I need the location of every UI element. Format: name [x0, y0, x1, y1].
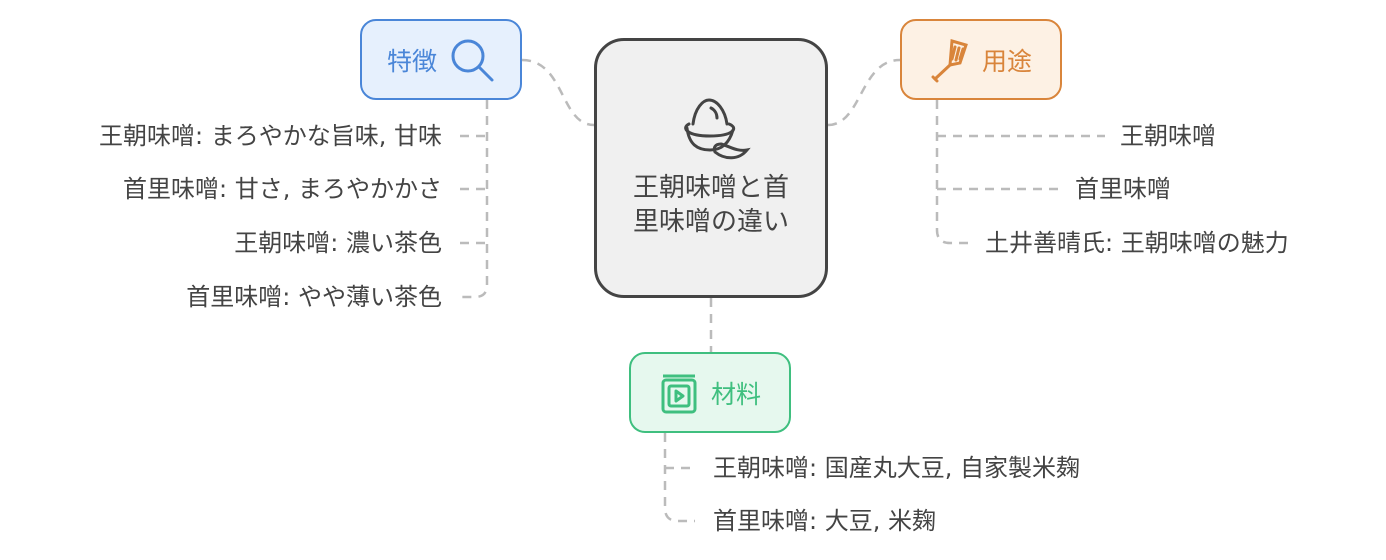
- features-item: 王朝味噌: 濃い茶色: [234, 229, 442, 257]
- materials-item: 首里味噌: 大豆, 米麹: [713, 507, 936, 535]
- central-topic-title: 王朝味噌と首里味噌の違い: [632, 173, 789, 237]
- spatula-icon: [931, 38, 968, 82]
- central-topic-node[interactable]: 王朝味噌と首里味噌の違い: [594, 38, 828, 298]
- materials-label: 材料: [710, 379, 761, 409]
- features-label: 特徴: [386, 46, 437, 76]
- uses-item: 土井善晴氏: 王朝味噌の魅力: [985, 229, 1289, 257]
- features-item: 首里味噌: やや薄い茶色: [186, 283, 442, 311]
- features-item: 王朝味噌: まろやかな旨味, 甘味: [99, 122, 442, 150]
- book-play-icon: [661, 374, 697, 413]
- uses-label: 用途: [981, 46, 1032, 76]
- features-node[interactable]: 特徴: [360, 19, 522, 100]
- search-icon: [451, 39, 494, 81]
- uses-item: 王朝味噌: [1120, 122, 1216, 150]
- features-item: 首里味噌: 甘さ, まろやかかさ: [123, 175, 442, 203]
- miso-bowl-icon: [684, 98, 751, 160]
- uses-node[interactable]: 用途: [900, 19, 1062, 100]
- materials-item: 王朝味噌: 国産丸大豆, 自家製米麹: [713, 454, 1080, 482]
- materials-node[interactable]: 材料: [629, 352, 791, 433]
- uses-item: 首里味噌: [1075, 175, 1171, 203]
